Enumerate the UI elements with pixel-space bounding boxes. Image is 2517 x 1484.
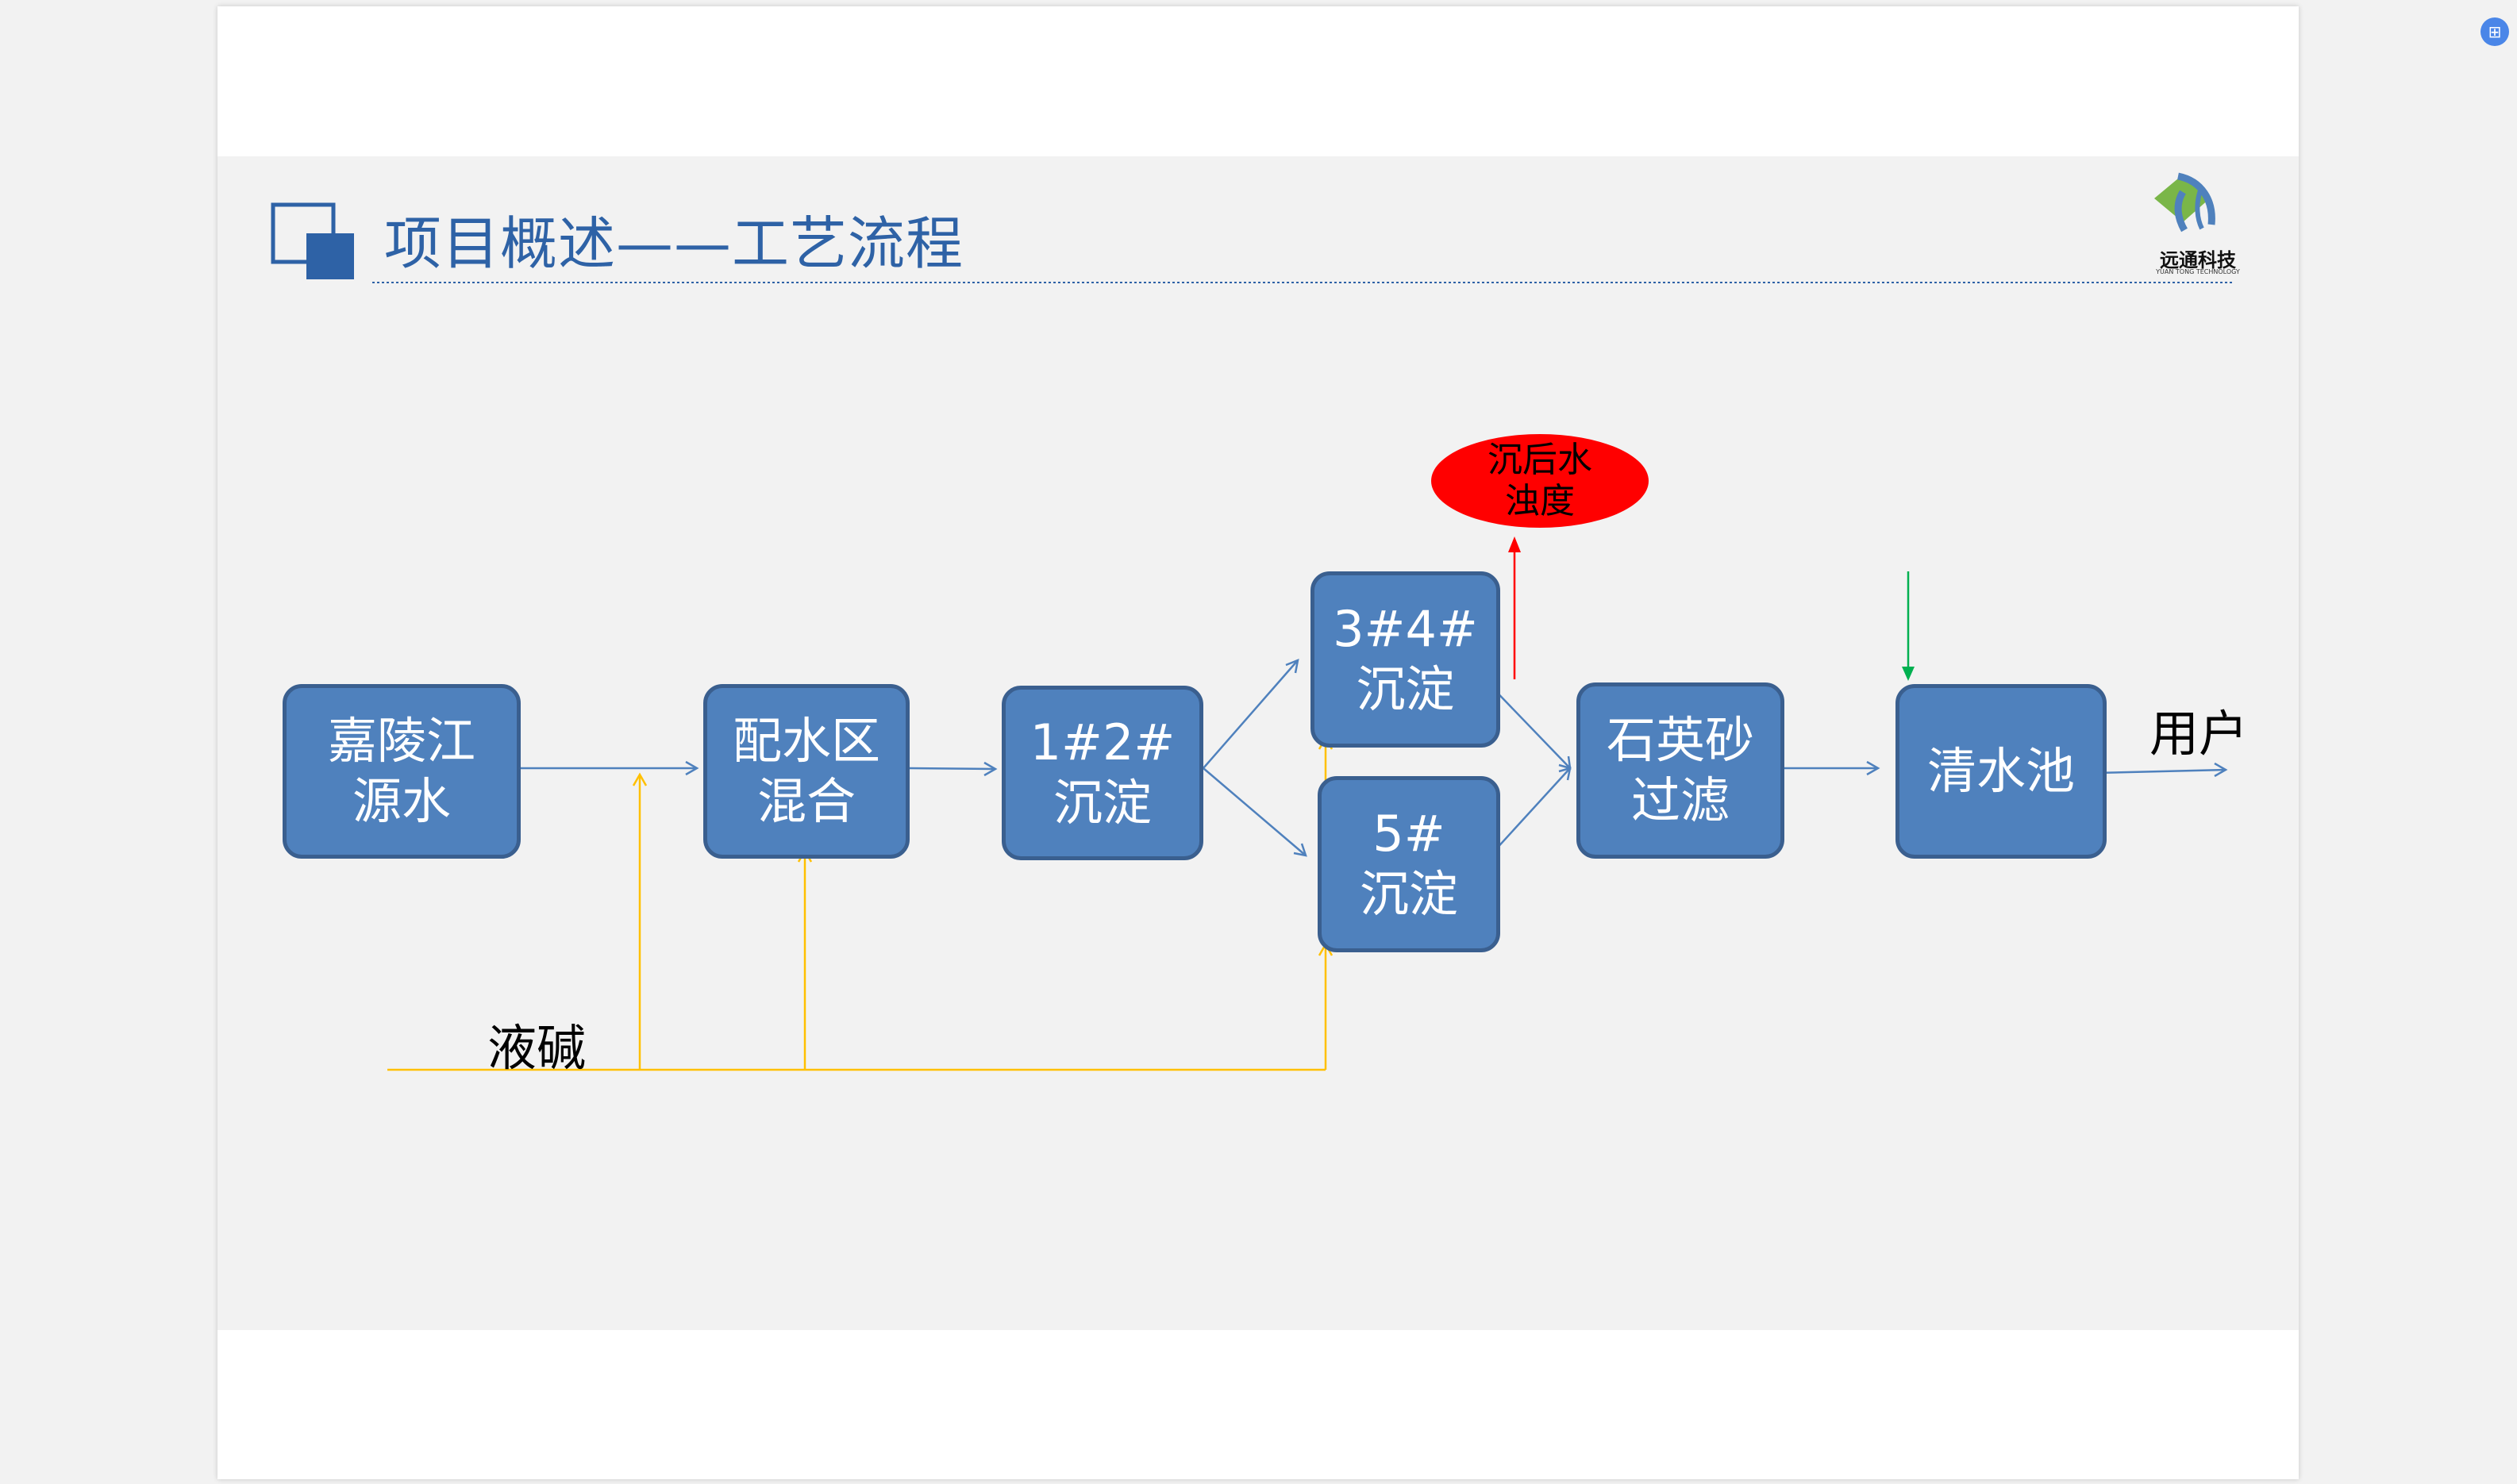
page-title: 项目概述——工艺流程 xyxy=(384,210,964,277)
logo-mark xyxy=(2154,172,2215,233)
arrow-mix-sed12 xyxy=(909,767,996,771)
box-sed12-label: 1#2# 沉淀 xyxy=(1030,713,1176,832)
box-filter-label: 石英砂 过滤 xyxy=(1606,711,1754,829)
turbidity-ellipse: 沉后水 浊度 xyxy=(1431,434,1649,528)
box-mixing: 配水区 混合 xyxy=(703,684,910,859)
logo-name: 远通科技 xyxy=(2160,249,2236,271)
box-clear-water-tank: 清水池 xyxy=(1895,684,2107,859)
flow-lines xyxy=(271,172,2234,1071)
box-source-water: 嘉陵江 源水 xyxy=(283,684,521,859)
slide: 项目概述——工艺流程 远通科技 YUAN TONG TECHNOLOGY 嘉陵江… xyxy=(217,6,2299,1479)
arrow-sed12-sed34 xyxy=(1203,659,1299,769)
turbidity-label: 沉后水 浊度 xyxy=(1487,440,1592,521)
user-label: 用户 xyxy=(2149,705,2249,763)
box-clear-label: 清水池 xyxy=(1926,742,2075,800)
arrow-sed12-sed5 xyxy=(1203,767,1307,856)
page-tool-icon[interactable]: ⊞ xyxy=(2480,17,2509,46)
box-sedimentation-3-4: 3#4# 沉淀 xyxy=(1310,571,1500,748)
alkali-label: 液碱 xyxy=(487,1019,587,1077)
logo-tagline: YUAN TONG TECHNOLOGY xyxy=(2156,268,2240,275)
box-sed34-label: 3#4# 沉淀 xyxy=(1333,600,1478,718)
box-sand-filter: 石英砂 过滤 xyxy=(1576,682,1784,859)
box-source-label: 嘉陵江 源水 xyxy=(327,712,475,830)
box-sed5-label: 5# 沉淀 xyxy=(1359,805,1458,923)
arrow-clear-user xyxy=(2095,768,2226,775)
box-mix-label: 配水区 混合 xyxy=(732,712,880,830)
box-sedimentation-5: 5# 沉淀 xyxy=(1318,776,1500,952)
box-sedimentation-1-2: 1#2# 沉淀 xyxy=(1002,686,1203,860)
title-decoration-icon xyxy=(271,202,354,279)
